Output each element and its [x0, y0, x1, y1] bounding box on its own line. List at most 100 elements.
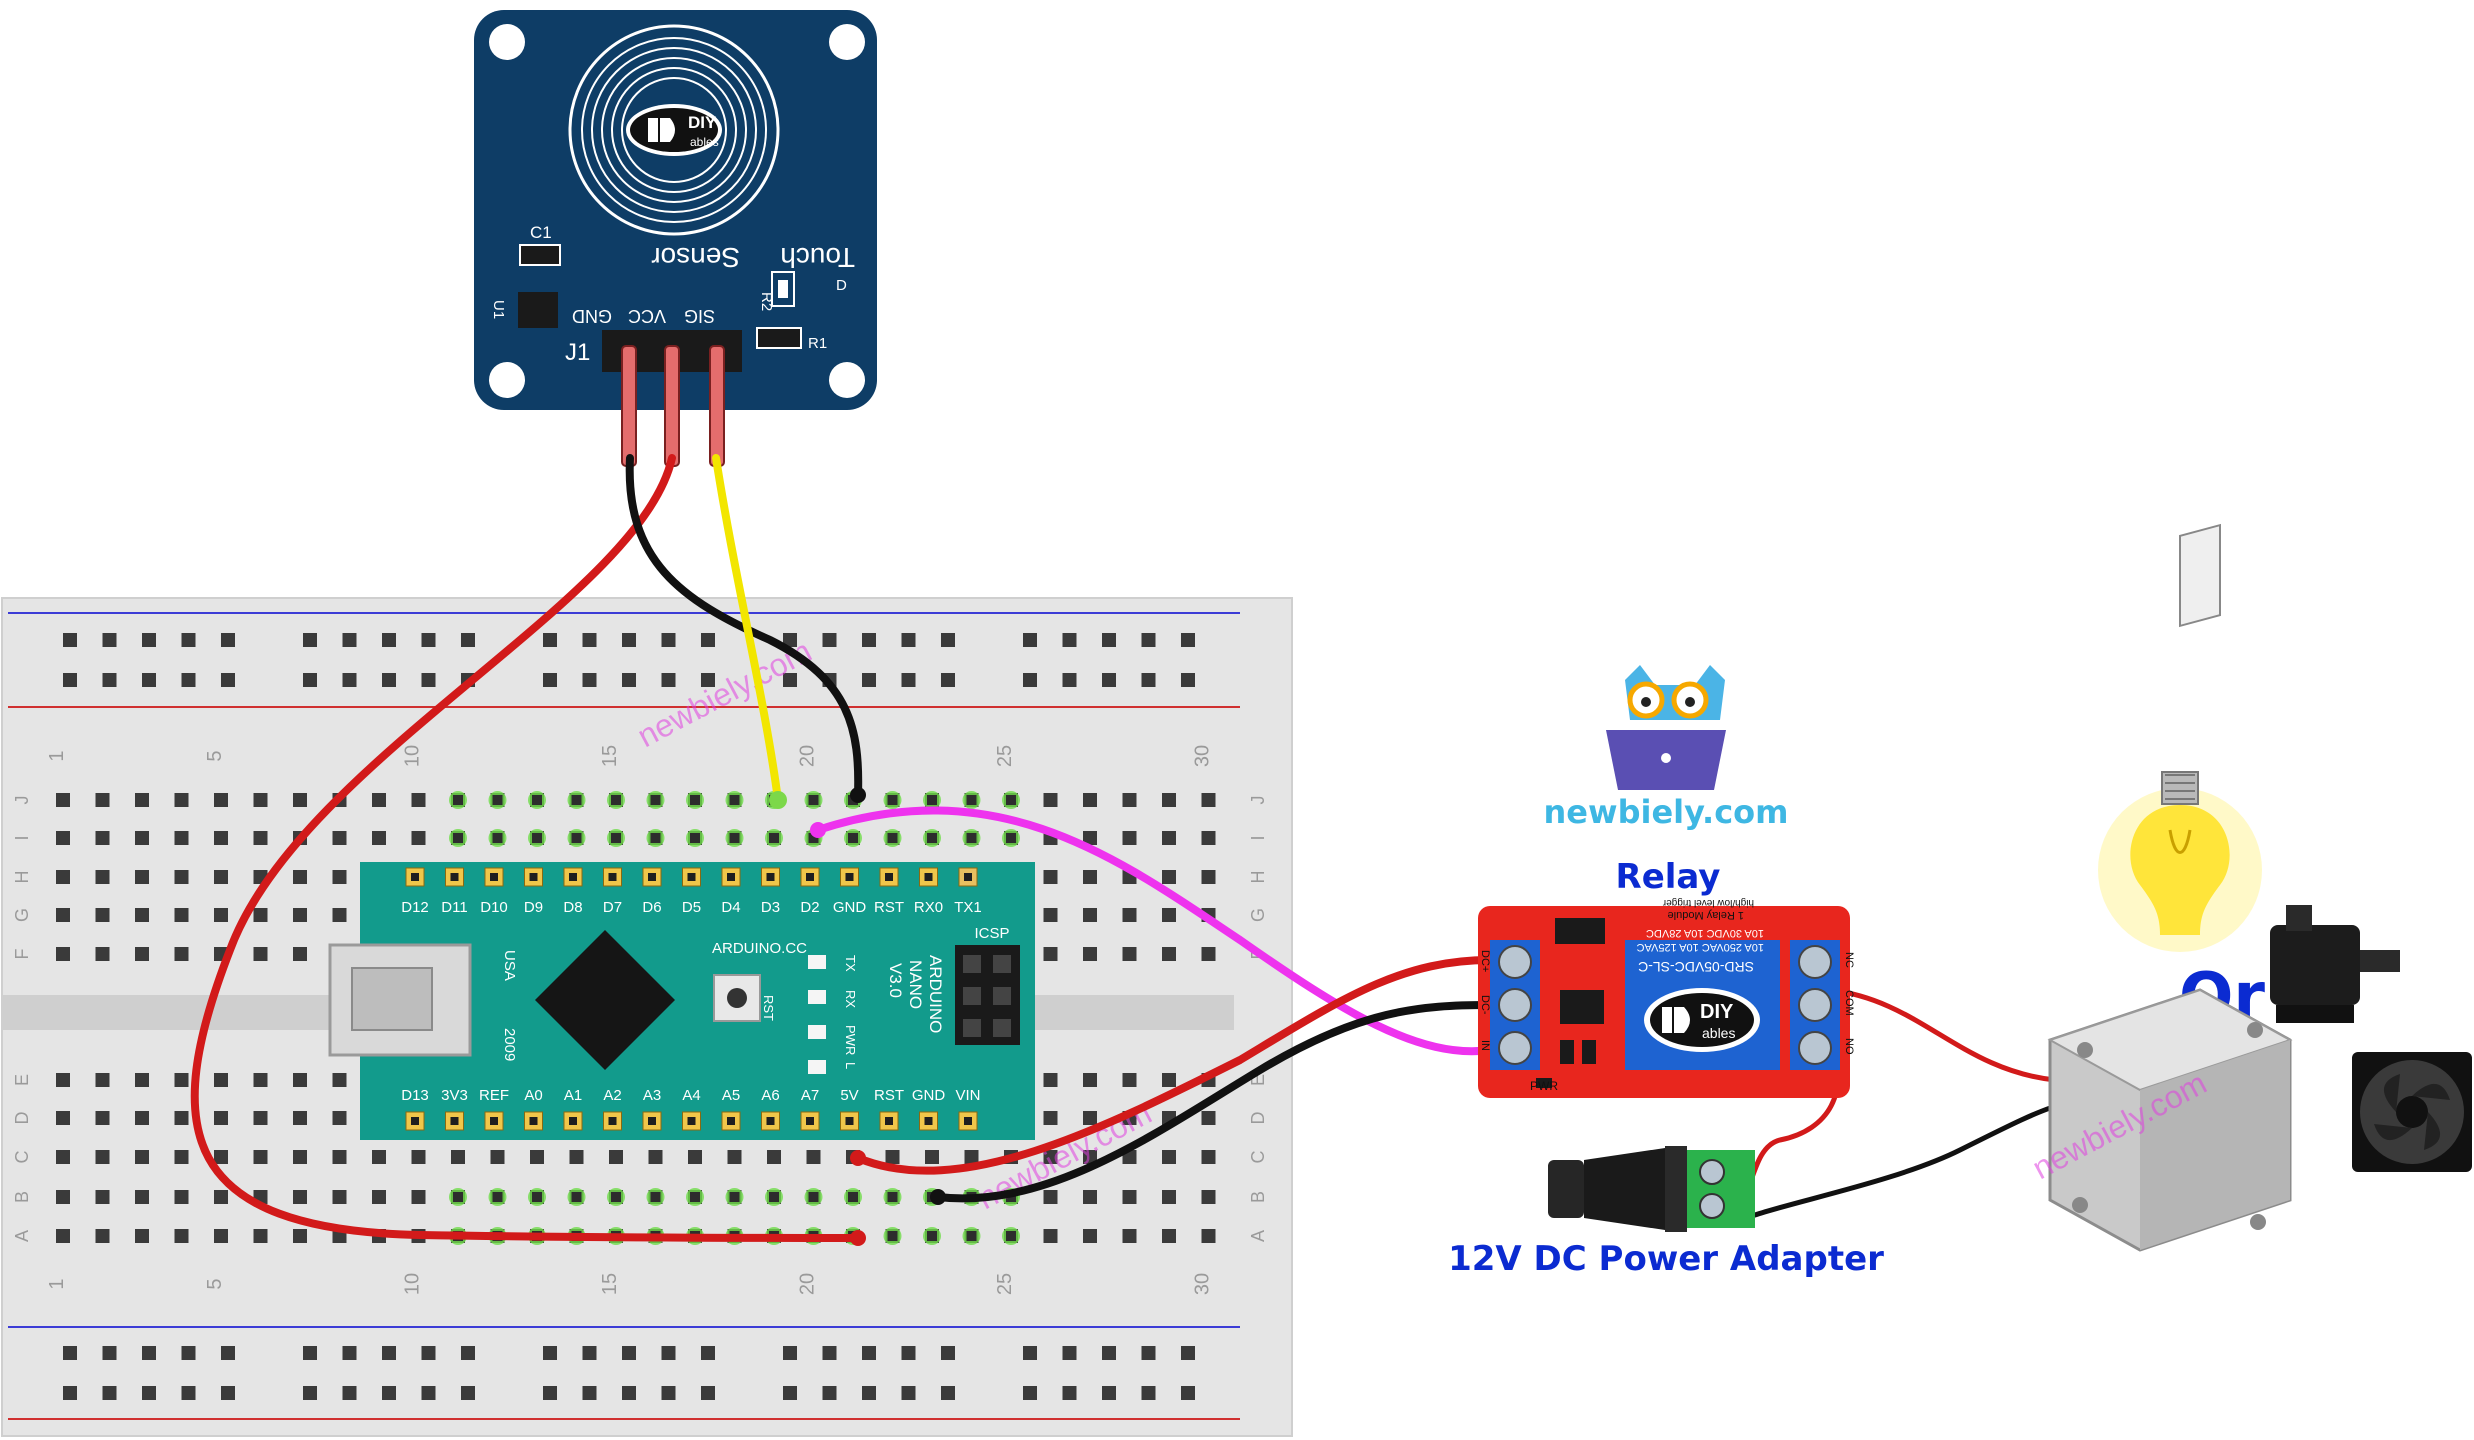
breadboard-hole [253, 908, 268, 922]
rail-hole [1181, 1346, 1195, 1360]
arduino-pin-label: A4 [682, 1087, 700, 1104]
rail-hole [941, 673, 955, 687]
rail-hole [543, 673, 557, 687]
breadboard-hole [214, 1229, 228, 1243]
breadboard-hole [372, 831, 386, 845]
rail-hole [901, 633, 916, 647]
breadboard-hole [1043, 870, 1058, 884]
c1-component [519, 244, 561, 266]
breadboard-hole [95, 1190, 110, 1204]
column-number: 10 [402, 1273, 424, 1295]
column-number: 5 [204, 750, 226, 761]
row-letter: C [12, 1151, 32, 1164]
rail-hole [303, 673, 317, 687]
breadboard-hole [1162, 1190, 1176, 1204]
water-pump-icon [2270, 905, 2400, 1023]
rail-hole [102, 673, 117, 687]
rst-label: RST [761, 995, 776, 1021]
arduino-pin-label: A7 [801, 1087, 819, 1104]
rail-hole [1102, 673, 1116, 687]
rail-hole [63, 633, 77, 647]
column-number: 20 [797, 1273, 819, 1295]
breadboard-hole [135, 1229, 149, 1243]
rail-hole [701, 1346, 715, 1360]
rail-hole [181, 1346, 196, 1360]
breadboard-hole [1201, 1111, 1216, 1125]
breadboard-hole [806, 1150, 821, 1164]
rail-hole [543, 1386, 557, 1400]
rail-hole [63, 1346, 77, 1360]
rail-hole [1141, 1346, 1156, 1360]
arduino-pin-label: D10 [480, 899, 508, 916]
breadboard-hole [174, 908, 189, 922]
rail-hole [582, 1386, 597, 1400]
rail-hole [303, 1386, 317, 1400]
breadboard-hole [1122, 1190, 1137, 1204]
relay-pwr-label: PWR [1530, 1079, 1558, 1093]
led-l [808, 1060, 826, 1074]
rail-hole [461, 633, 475, 647]
breadboard-hole [1043, 1150, 1058, 1164]
breadboard-hole [135, 831, 149, 845]
relay-pin-no: NO [1843, 1038, 1855, 1055]
breadboard-hole [1162, 870, 1176, 884]
row-letter: E [12, 1074, 32, 1086]
breadboard-hole [1083, 1150, 1097, 1164]
sensor-title-sensor: Sensor [651, 242, 740, 273]
breadboard-hole [1162, 1073, 1176, 1087]
mount-hole [829, 24, 865, 60]
breadboard-hole [174, 831, 189, 845]
arduino-pin-label: RST [874, 899, 904, 916]
sensor-brand-bottom: ables [690, 135, 719, 149]
rail-hole [142, 633, 156, 647]
relay-pin-dcminus: DC- [1479, 995, 1491, 1015]
d-led [778, 280, 788, 298]
rail-hole [661, 673, 676, 687]
arduino-pin-label: TX1 [954, 899, 982, 916]
rail-hole [1181, 673, 1195, 687]
relay-brand-bottom: ables [1702, 1025, 1735, 1041]
rail-hole [181, 1386, 196, 1400]
breadboard-hole [767, 1150, 781, 1164]
breadboard-hole [1201, 870, 1216, 884]
breadboard-hole [332, 908, 347, 922]
rail-hole [783, 1386, 797, 1400]
rail-hole [421, 673, 436, 687]
site-label: ARDUINO.CC [712, 940, 807, 957]
rail-hole [142, 1346, 156, 1360]
u1-label: U1 [490, 300, 507, 319]
rail-hole [1023, 673, 1037, 687]
relay-brand-top: DIY [1700, 1001, 1734, 1023]
led-rx [808, 990, 826, 1004]
breadboard-hole [135, 1073, 149, 1087]
column-number: 20 [797, 745, 819, 767]
relay-pin-com: COM [1843, 990, 1855, 1016]
rail-hole [342, 633, 357, 647]
column-number: 10 [402, 745, 424, 767]
breadboard-hole [174, 1229, 189, 1243]
breadboard-hole [1043, 947, 1058, 961]
mount-hole [829, 362, 865, 398]
arduino-pin-label: D3 [761, 899, 780, 916]
breadboard-hole [411, 1150, 426, 1164]
rail-hole [342, 1346, 357, 1360]
rail-hole [622, 1346, 636, 1360]
breadboard-hole [95, 831, 110, 845]
breadboard-hole [1162, 1150, 1176, 1164]
r2-label: R2 [758, 292, 775, 311]
breadboard-hole [490, 1150, 505, 1164]
breadboard-hole [56, 1150, 70, 1164]
wire-gnd-relay-black [934, 1001, 1494, 1203]
rail-hole [1023, 1386, 1037, 1400]
breadboard-hole [1043, 1190, 1058, 1204]
breadboard-hole [253, 793, 268, 807]
icsp-header [955, 945, 1020, 1045]
breadboard-hole [253, 1229, 268, 1243]
breadboard-hole [135, 908, 149, 922]
relay-module-title: 1 Relay Module [1668, 909, 1744, 921]
rail-hole [382, 673, 396, 687]
row-letter: B [1248, 1191, 1268, 1203]
rail-hole [102, 1386, 117, 1400]
rail-hole [181, 633, 196, 647]
wires [190, 454, 2063, 1242]
